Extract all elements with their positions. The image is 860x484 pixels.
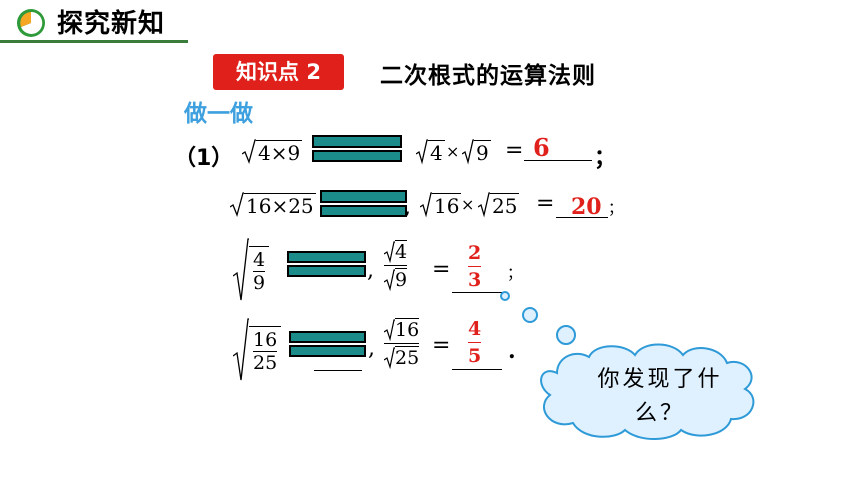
answer-cover-top[interactable] <box>312 135 402 148</box>
equals-sign: = <box>536 191 555 216</box>
answer-cover-top[interactable] <box>289 331 366 343</box>
answer-cover-bottom[interactable] <box>312 150 402 162</box>
row-end: . <box>508 338 516 364</box>
answer-cover-bottom[interactable] <box>289 345 366 357</box>
answer-cover-top[interactable] <box>287 251 366 263</box>
answer-blank <box>452 369 502 370</box>
section-title: 二次根式的运算法则 <box>380 63 596 89</box>
knowledge-point-badge: 知识点 2 <box>213 54 344 90</box>
radical-r1-2: 16 <box>420 192 462 218</box>
radical-lhs-2: 16×25 <box>230 192 316 218</box>
comma: , <box>404 195 411 220</box>
radical-r1-1: 4 <box>416 139 445 165</box>
activity-label: 做一做 <box>184 101 253 127</box>
equals-sign: = <box>432 257 451 282</box>
radical-lhs-1: 4×9 <box>242 139 303 165</box>
answer-cover-bottom[interactable] <box>320 205 407 217</box>
answer-blank <box>556 217 608 218</box>
answer-blank <box>524 160 592 161</box>
equals-sign: = <box>432 333 451 358</box>
answer-cover-bottom[interactable] <box>287 265 366 277</box>
answer-value: 6 <box>533 133 550 162</box>
times-sign: × <box>446 142 460 161</box>
fraction-rhs-4: 16 25 <box>384 318 420 369</box>
answer-blank <box>314 370 362 371</box>
radical-r2-1: 9 <box>462 139 491 165</box>
row-end: ； <box>608 199 624 217</box>
header-divider <box>0 40 188 43</box>
comma: , <box>367 258 374 283</box>
pie-chart-icon <box>17 9 45 37</box>
fraction-rhs-3: 4 9 <box>384 240 408 291</box>
thought-bubble-text: 你发现了什 么？ <box>597 367 723 426</box>
problem-label: （1） <box>174 146 234 171</box>
row-end: ； <box>594 145 617 171</box>
times-sign: × <box>461 195 475 214</box>
row-end: ； <box>507 264 523 282</box>
equals-sign: = <box>505 138 524 163</box>
comma: , <box>368 336 375 361</box>
answer-cover-top[interactable] <box>320 190 407 203</box>
header-title: 探究新知 <box>57 9 166 39</box>
radical-r2-2: 25 <box>478 192 520 218</box>
answer-value: 20 <box>571 194 602 220</box>
answer-blank <box>452 292 504 293</box>
thought-bubble-icon <box>500 291 755 440</box>
